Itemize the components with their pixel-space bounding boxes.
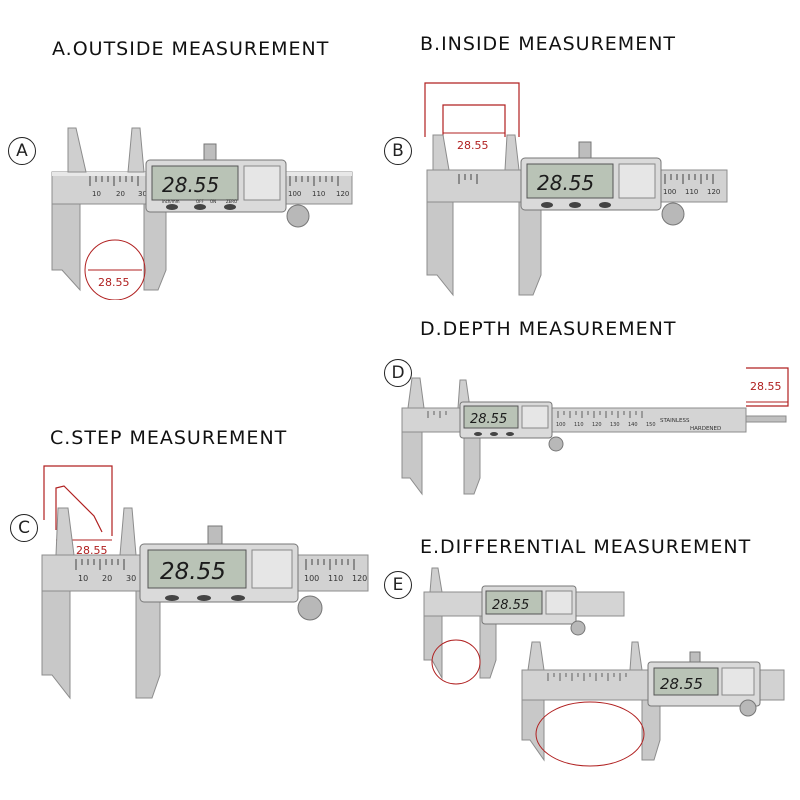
- scale-tick-label: 130: [610, 422, 620, 428]
- scale-tick-label: 140: [628, 422, 638, 428]
- scale-tick-label: 20: [102, 574, 112, 583]
- scale-tick-label: 100: [556, 422, 566, 428]
- heading-differential-measurement: E.DIFFERENTIAL MEASUREMENT: [420, 536, 752, 558]
- label-d: D: [384, 359, 412, 387]
- label-c: C: [10, 514, 38, 542]
- scale-tick-label: 100: [304, 574, 319, 583]
- button-label-on: ON: [210, 199, 216, 204]
- scale-tick-label: 110: [685, 188, 698, 196]
- engraving-line-1: STAINLESS: [660, 418, 690, 424]
- engraving-line-2: HARDENED: [690, 426, 721, 432]
- scale-tick-label: 110: [312, 190, 325, 198]
- label-b: B: [384, 137, 412, 165]
- scale-tick-label: 110: [574, 422, 584, 428]
- label-e: E: [384, 571, 412, 599]
- measurement-label: 28.55: [76, 544, 108, 557]
- measurement-label: 28.55: [750, 380, 782, 393]
- lcd-reading: 28.55: [470, 412, 507, 427]
- heading-outside-measurement: A.OUTSIDE MEASUREMENT: [52, 38, 330, 60]
- lcd-reading: 28.55: [537, 171, 594, 195]
- caliper-depth-illustration: 28.55 100 110 120 130 140 150 STAINLESS …: [401, 367, 789, 496]
- scale-tick-label: 100: [663, 188, 676, 196]
- scale-tick-label: 10: [78, 574, 88, 583]
- heading-inside-measurement: B.INSIDE MEASUREMENT: [420, 33, 677, 55]
- scale-tick-label: 120: [352, 574, 367, 583]
- button-label-unit: inch/mm: [162, 199, 180, 204]
- label-a: A: [8, 137, 36, 165]
- button-label-zero: ZERO: [226, 199, 237, 204]
- caliper-step-illustration: 28.55 10 20 30 100 110 120 28.55: [41, 465, 369, 700]
- lcd-reading: 28.55: [160, 559, 226, 585]
- scale-tick-label: 30: [126, 574, 136, 583]
- measurement-label: 28.55: [457, 139, 489, 152]
- scale-tick-label: 100: [288, 190, 301, 198]
- scale-tick-label: 20: [116, 190, 125, 198]
- heading-depth-measurement: D.DEPTH MEASUREMENT: [420, 318, 677, 340]
- lcd-reading: 28.55: [660, 675, 703, 693]
- measurement-label: 28.55: [98, 276, 130, 289]
- scale-tick-label: 30: [138, 190, 147, 198]
- scale-tick-label: 120: [336, 190, 349, 198]
- scale-tick-label: 120: [592, 422, 602, 428]
- scale-tick-label: 120: [707, 188, 720, 196]
- scale-tick-label: 110: [328, 574, 343, 583]
- caliper-inside-illustration: 28.55 100 110 120 28.55: [424, 82, 728, 297]
- caliper-outside-illustration: 10 20 30 100 110 120 28.55 inch/mm OFF O…: [51, 127, 353, 300]
- scale-tick-label: 10: [92, 190, 101, 198]
- lcd-reading: 28.55: [162, 173, 219, 197]
- scale-tick-label: 150: [646, 422, 656, 428]
- caliper-differential-illustration: 28.55 28.55: [423, 567, 785, 767]
- heading-step-measurement: C.STEP MEASUREMENT: [50, 427, 288, 449]
- lcd-reading: 28.55: [492, 598, 529, 613]
- button-label-off: OFF: [196, 199, 204, 204]
